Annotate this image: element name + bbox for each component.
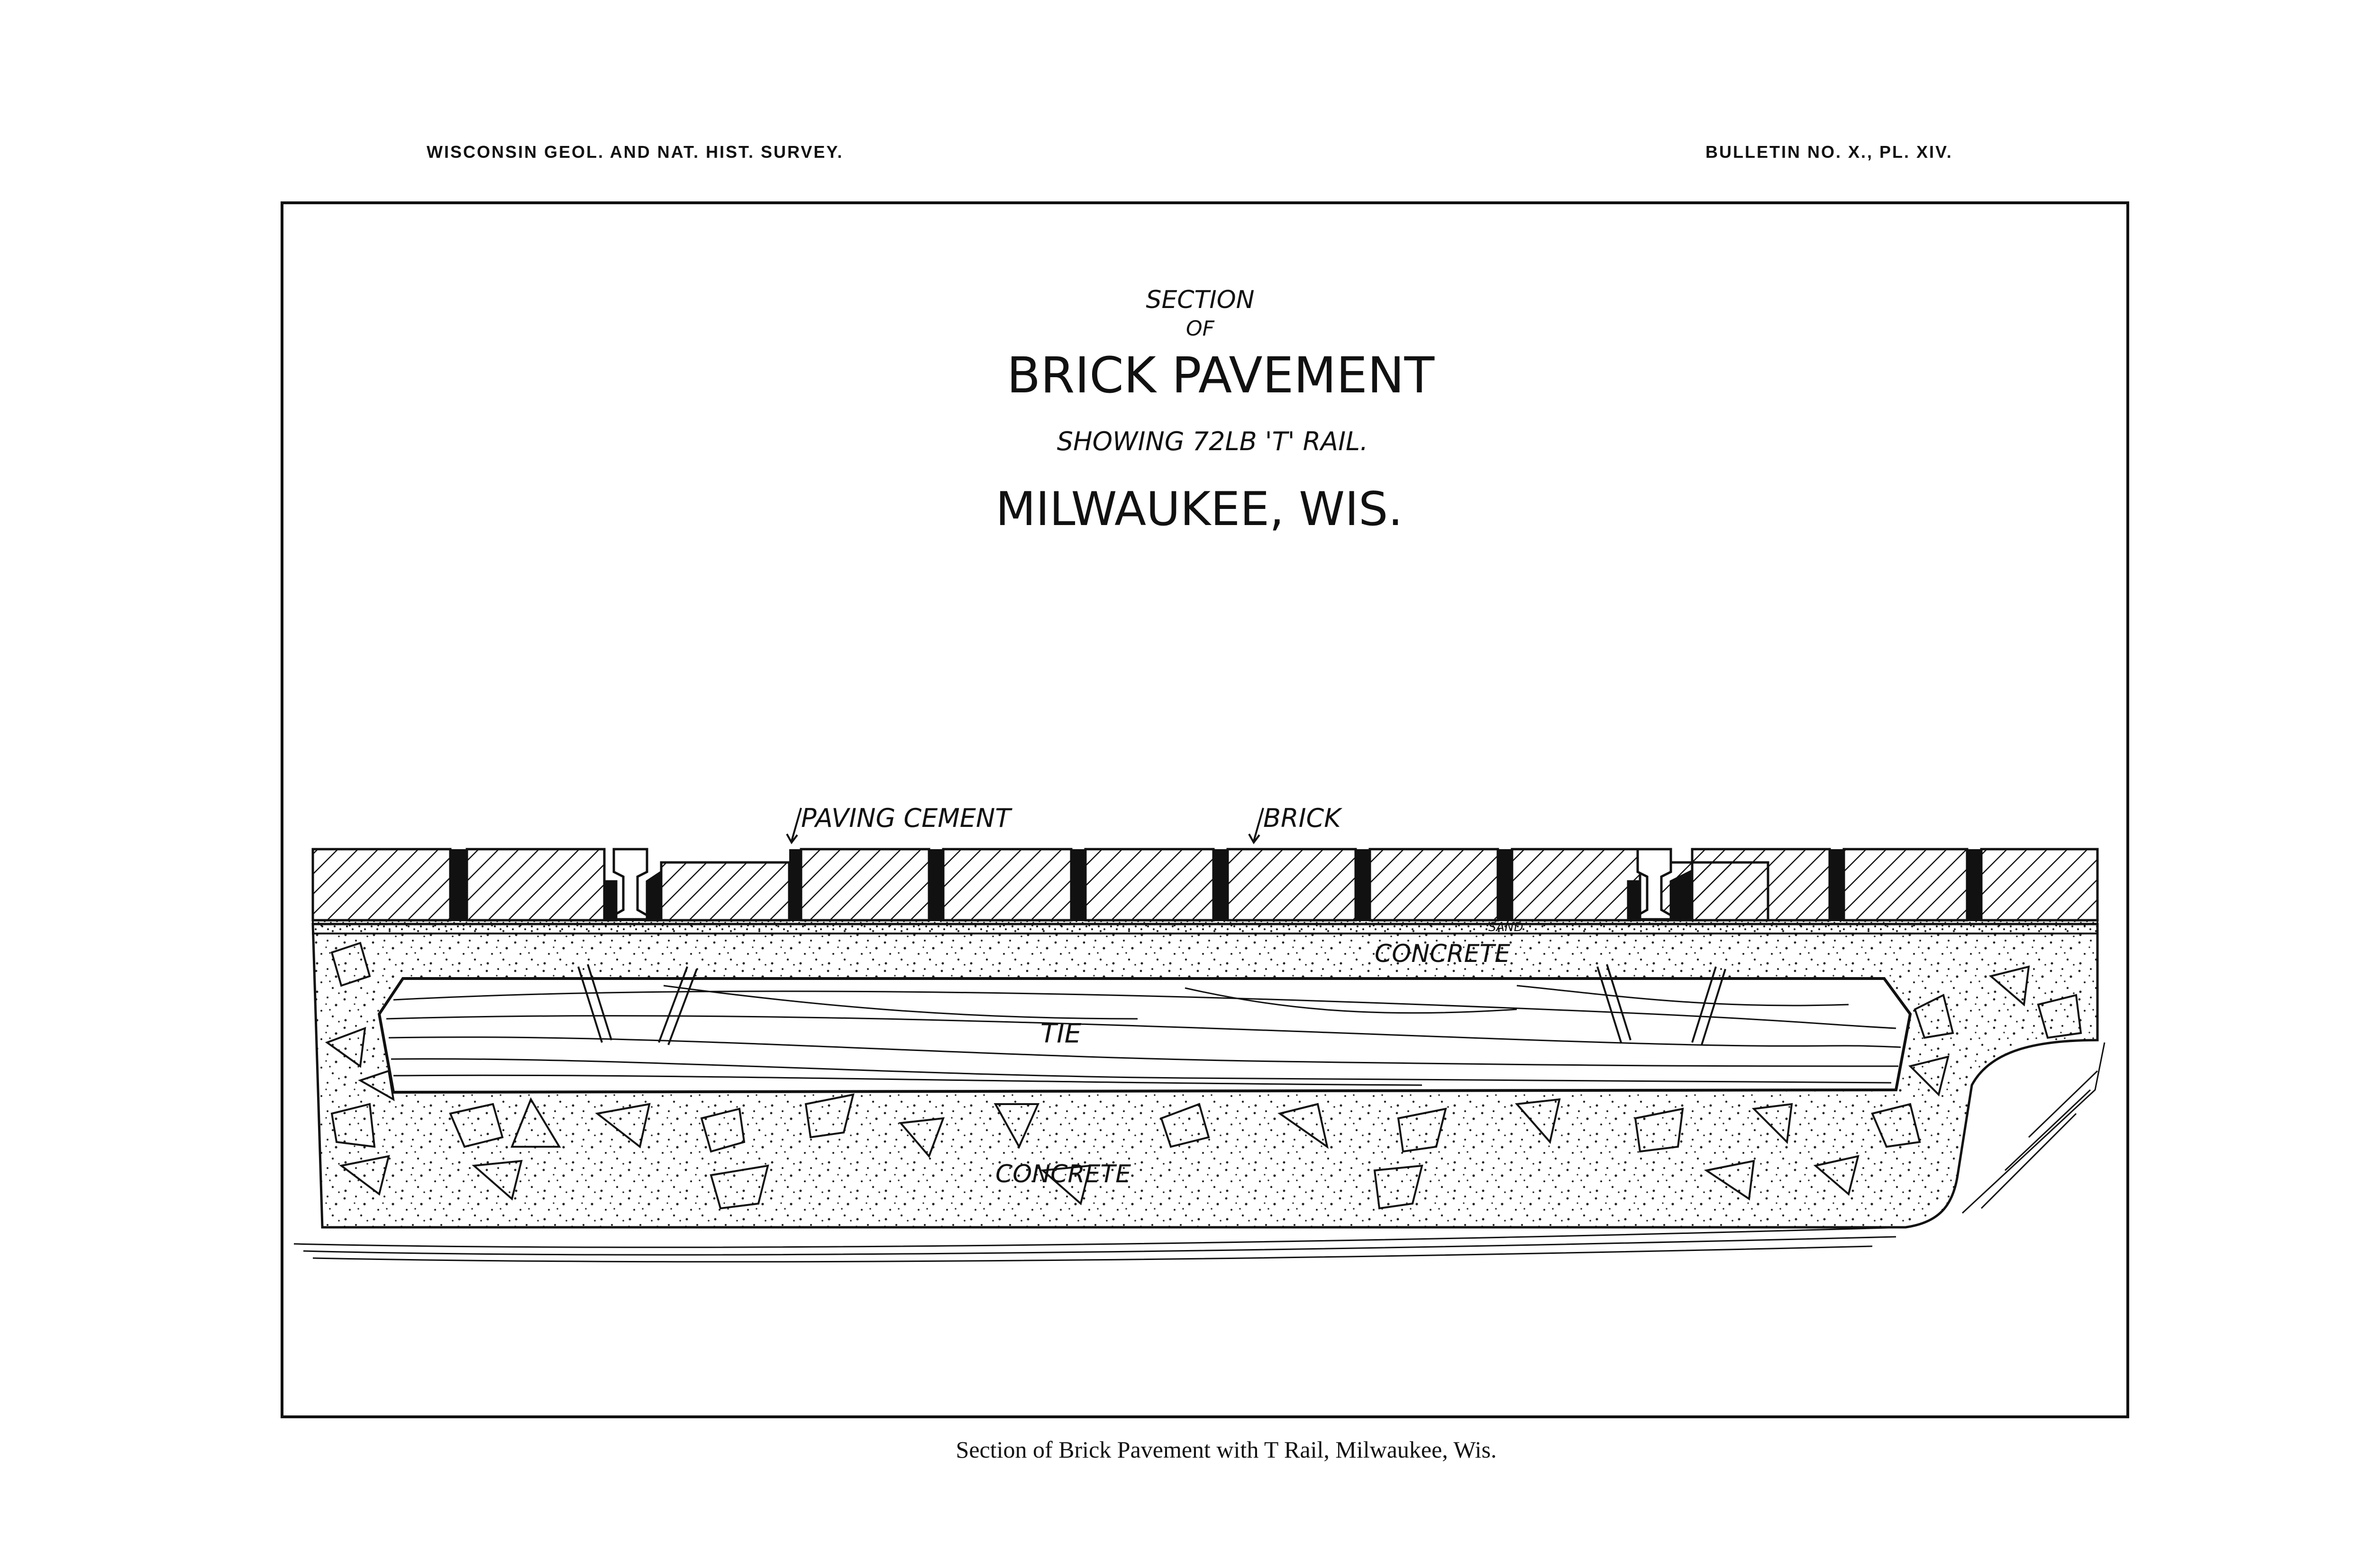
ground-shading [293,1042,2106,1263]
bulletin-header: BULLETIN NO. X., PL. XIV. [1705,142,1953,162]
label-concrete-lower: CONCRETE [995,1160,1131,1188]
label-sand: SAND [1488,920,1523,934]
tie [377,977,1912,1094]
title-section: SECTION [1146,286,1254,314]
survey-header: WISCONSIN GEOL. AND NAT. HIST. SURVEY. [427,142,844,162]
label-concrete-upper: CONCRETE [1375,940,1510,968]
t-rail-left [602,848,663,922]
plate-caption: Section of Brick Pavement with T Rail, M… [956,1436,1497,1463]
label-tie: TIE [1040,1018,1082,1049]
rail-spikes [577,964,1726,1045]
plate-frame [281,201,2129,1418]
sand-layer [312,919,2098,934]
paving-cement-joints [450,849,1981,920]
label-arrows [786,807,1264,844]
title-subtitle: SHOWING 72LB 'T' RAIL. [1057,426,1368,456]
t-rail-right [1626,848,1691,922]
brick-course [311,848,2099,922]
title-brick-pavement: BRICK PAVEMENT [1007,346,1435,404]
title-of: OF [1186,317,1215,341]
concrete-aggregate [325,942,2082,1210]
label-paving-cement: PAVING CEMENT [801,803,1012,833]
title-location: MILWAUKEE, WIS. [996,482,1403,536]
label-brick: BRICK [1263,803,1342,833]
tie-wood-grain [386,985,1901,1086]
